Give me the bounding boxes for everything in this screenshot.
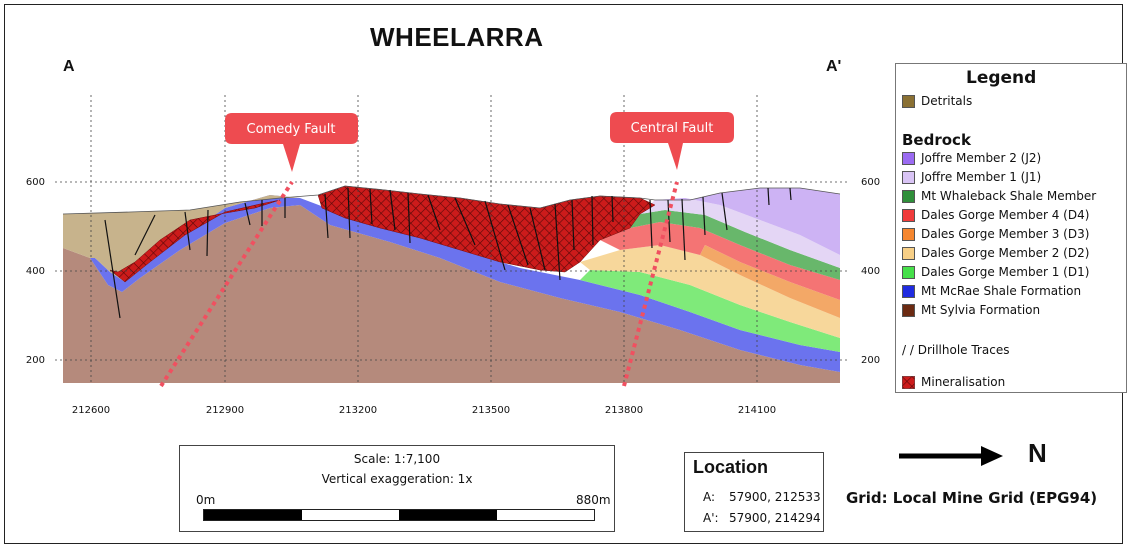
location-value: 57900, 214294 [729,511,821,525]
north-arrow-icon [899,446,1003,466]
comedy-fault-label: Comedy Fault [247,122,336,137]
terrain-line [62,185,841,215]
legend-swatch [902,303,915,317]
location-key: A: [703,490,716,504]
scale-bar-start: 0m [196,493,216,507]
legend-item-mt-whaleback: Mt Whaleback Shale Member [902,188,1096,204]
scale-box: Scale: 1:7,100 Vertical exaggeration: 1x… [179,445,615,532]
legend-item-label: Joffre Member 1 (J1) [921,170,1042,184]
legend-item-label: Mt Sylvia Formation [921,303,1041,317]
grid-reference-text: Grid: Local Mine Grid (EPG94) [846,489,1098,507]
scale-text: Scale: 1:7,100 [353,452,441,466]
elevation-ticks-right: 600 400 200 [861,177,880,366]
legend-swatch [902,151,915,165]
tick-right-600: 600 [861,177,880,188]
unit-detritals [63,195,300,282]
scale-bar-end: 880m [576,493,611,507]
tick-easting-214100: 214100 [738,405,776,416]
location-row-a-prime: A': 57900, 214294 [703,511,821,525]
legend-swatch [902,284,915,298]
comedy-fault-callout: Comedy Fault [225,113,358,172]
section-end-label: A' [826,58,842,75]
elevation-gridlines [55,181,848,361]
location-box: Location A: 57900, 212533 A': 57900, 214… [684,452,824,532]
legend-item-mt-mcrae: Mt McRae Shale Formation [902,283,1081,299]
legend-item-detritals: Detritals [902,93,972,109]
legend-item-dales-gorge-d1: Dales Gorge Member 1 (D1) [902,264,1089,280]
legend-swatch [902,170,915,184]
tick-left-200: 200 [26,355,45,366]
legend-item-label: Mt McRae Shale Formation [921,284,1082,298]
unit-mt-sylvia [63,205,840,383]
legend-item-joffre-j2: Joffre Member 2 (J2) [902,150,1041,166]
elevation-ticks-left: 600 400 200 [26,177,45,366]
unit-dales-gorge-d4 [600,222,840,300]
tick-easting-212900: 212900 [206,405,244,416]
legend-item-label: Joffre Member 2 (J2) [921,151,1042,165]
tick-left-600: 600 [26,177,45,188]
legend-item-label: / / Drillhole Traces [902,343,1010,357]
legend-swatch [902,94,915,108]
legend-swatch [902,189,915,203]
unit-mt-mcrae [90,195,840,372]
unit-dales-gorge-d2 [580,245,840,338]
legend-panel: Legend Detritals Bedrock Joffre Member 2… [895,63,1127,393]
legend-item-label: Dales Gorge Member 4 (D4) [921,208,1090,222]
comedy-fault-trace [159,180,294,388]
legend-title: Legend [966,68,1037,88]
legend-section-bedrock: Bedrock [902,131,971,149]
unit-dales-gorge-d3 [700,245,840,318]
location-row-a: A: 57900, 212533 [703,490,821,504]
legend-item-drillhole-traces: / / Drillhole Traces [902,342,1009,358]
tick-easting-213800: 213800 [605,405,643,416]
legend-item-label: Dales Gorge Member 3 (D3) [921,227,1090,241]
vertical-exaggeration-text: Vertical exaggeration: 1x [321,472,473,486]
mineralisation-west [109,199,281,283]
unit-joffre-j1 [640,198,840,268]
easting-gridlines [90,95,758,383]
mineralisation-swatch [902,375,915,389]
legend-swatch [902,227,915,241]
legend-swatch [902,208,915,222]
section-start-label: A [63,58,75,75]
figure-title: WHEELARRA [370,22,544,52]
easting-ticks: 212600 212900 213200 213500 213800 21410… [72,405,776,416]
legend-item-mt-sylvia: Mt Sylvia Formation [902,302,1040,318]
tick-right-400: 400 [861,266,880,277]
legend-item-label: Dales Gorge Member 1 (D1) [921,265,1090,279]
north-label: N [1028,438,1047,468]
tick-easting-213500: 213500 [472,405,510,416]
unit-dales-gorge-d1 [580,270,840,352]
legend-item-label: Mineralisation [921,375,1006,389]
legend-item-mineralisation: Mineralisation [902,374,1005,390]
central-fault-label: Central Fault [631,121,714,136]
location-title: Location [693,457,768,477]
location-key: A': [703,511,719,525]
legend-item-label: Dales Gorge Member 2 (D2) [921,246,1090,260]
legend-item-label: Detritals [921,94,973,108]
legend-swatch [902,265,915,279]
legend-item-dales-gorge-d2: Dales Gorge Member 2 (D2) [902,245,1089,261]
legend-item-dales-gorge-d3: Dales Gorge Member 3 (D3) [902,226,1089,242]
legend-item-label: Mt Whaleback Shale Member [921,189,1097,203]
drillhole-traces [104,187,792,319]
location-value: 57900, 212533 [729,490,821,504]
tick-easting-213200: 213200 [339,405,377,416]
legend-item-dales-gorge-d4: Dales Gorge Member 4 (D4) [902,207,1089,223]
central-fault-callout: Central Fault [610,112,734,170]
scale-bar [203,509,595,521]
tick-easting-212600: 212600 [72,405,110,416]
unit-joffre-j2 [655,188,840,255]
legend-item-joffre-j1: Joffre Member 1 (J1) [902,169,1041,185]
tick-left-400: 400 [26,266,45,277]
unit-mt-whaleback [630,210,840,280]
tick-right-200: 200 [861,355,880,366]
central-fault-trace [622,181,679,387]
legend-swatch [902,246,915,260]
